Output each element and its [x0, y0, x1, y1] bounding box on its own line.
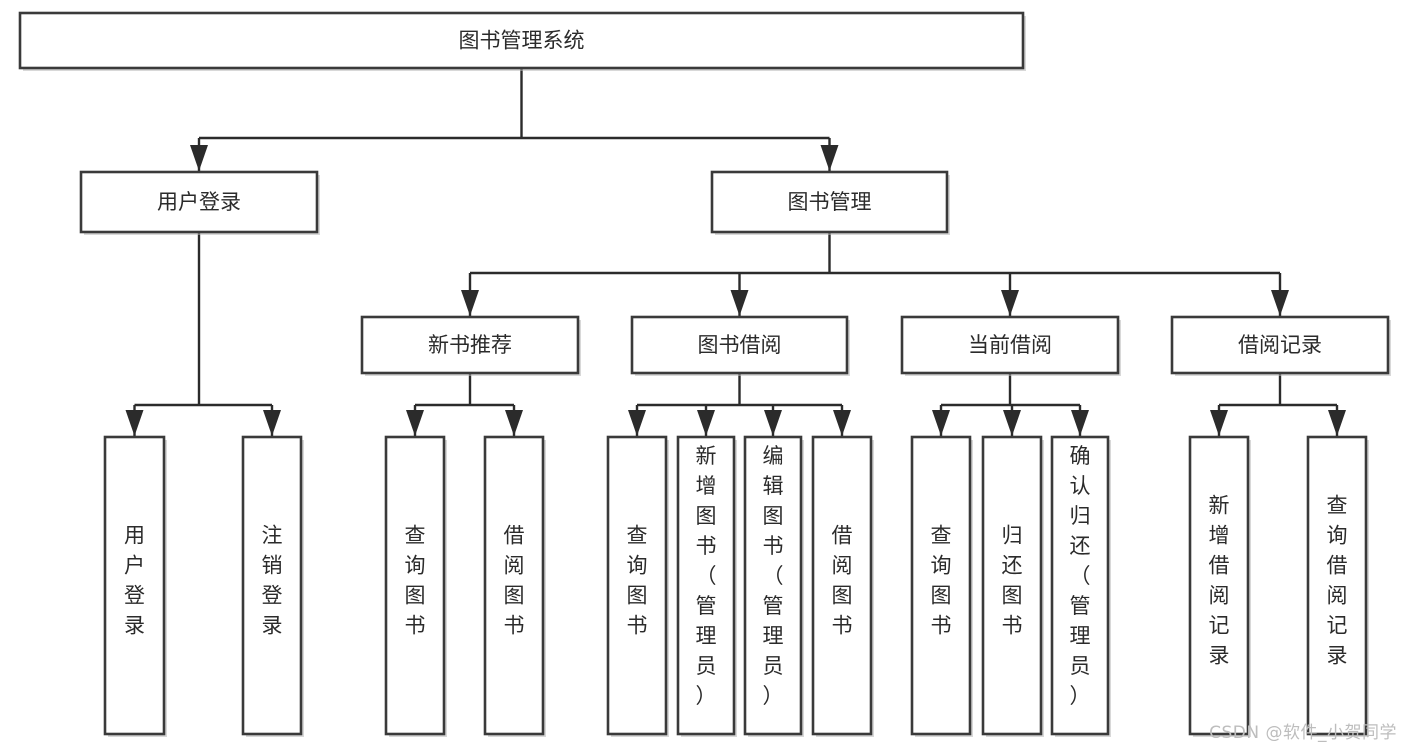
- leaf-node-6-label: 编辑图书（管理员）: [763, 444, 784, 708]
- leaf-node-4[interactable]: 查询图书: [606, 435, 669, 737]
- arrow-head-icon: [1328, 410, 1346, 436]
- arrow-head-icon: [697, 410, 715, 436]
- leaf-node-3[interactable]: 借阅图书: [483, 435, 546, 737]
- node-layer: 图书管理系统用户登录图书管理新书推荐图书借阅当前借阅借阅记录用户登录注销登录查询…: [18, 11, 1391, 737]
- leaf-node-4-label: 查询图书: [627, 524, 648, 638]
- arrow-head-icon: [190, 145, 208, 171]
- arrow-head-icon: [628, 410, 646, 436]
- leaf-node-10-rect[interactable]: [1050, 435, 1110, 736]
- level2-node-0[interactable]: 用户登录: [79, 170, 320, 235]
- arrow-head-icon: [730, 290, 749, 316]
- level3-node-2-label: 当前借阅: [968, 333, 1052, 357]
- arrow-head-icon: [1001, 290, 1019, 316]
- arrow-head-icon: [263, 410, 281, 436]
- level3-node-2-rect[interactable]: [900, 315, 1120, 375]
- level2-node-0-rect[interactable]: [79, 170, 319, 234]
- level3-node-1[interactable]: 图书借阅: [630, 315, 850, 376]
- arrow-head-icon: [505, 410, 523, 436]
- leaf-node-9-label: 归还图书: [1002, 524, 1023, 638]
- leaf-node-6[interactable]: 编辑图书（管理员）: [743, 435, 804, 737]
- leaf-node-3-rect[interactable]: [483, 435, 545, 736]
- leaf-node-2-rect[interactable]: [384, 435, 446, 736]
- leaf-node-12-rect[interactable]: [1306, 435, 1368, 736]
- leaf-node-11-rect[interactable]: [1188, 435, 1250, 736]
- arrow-head-icon: [1210, 410, 1228, 436]
- root-node-system[interactable]: 图书管理系统: [18, 11, 1026, 71]
- leaf-node-5[interactable]: 新增图书（管理员）: [676, 435, 737, 737]
- level3-node-2[interactable]: 当前借阅: [900, 315, 1121, 376]
- leaf-node-7-rect[interactable]: [811, 435, 873, 736]
- leaf-node-12[interactable]: 查询借阅记录: [1306, 435, 1369, 737]
- arrow-head-icon: [406, 410, 424, 436]
- leaf-node-6-rect[interactable]: [743, 435, 803, 736]
- arrow-head-icon: [1003, 410, 1021, 436]
- arrow-head-icon: [1271, 290, 1289, 316]
- arrow-head-icon: [932, 410, 950, 436]
- level2-node-0-label: 用户登录: [157, 190, 241, 214]
- level3-node-1-rect[interactable]: [630, 315, 849, 375]
- leaf-node-0-rect[interactable]: [103, 435, 166, 736]
- leaf-node-9[interactable]: 归还图书: [981, 435, 1044, 737]
- leaf-node-4-rect[interactable]: [606, 435, 668, 736]
- level3-node-3-label: 借阅记录: [1238, 333, 1322, 357]
- leaf-node-1[interactable]: 注销登录: [241, 435, 304, 737]
- leaf-node-2[interactable]: 查询图书: [384, 435, 447, 737]
- leaf-node-10[interactable]: 确认归还（管理员）: [1050, 435, 1111, 737]
- connector-layer: [125, 68, 1346, 436]
- leaf-node-2-label: 查询图书: [405, 524, 426, 638]
- arrow-head-icon: [125, 410, 144, 436]
- leaf-node-3-label: 借阅图书: [504, 524, 525, 638]
- arrow-head-icon: [833, 410, 851, 436]
- level3-node-3[interactable]: 借阅记录: [1170, 315, 1391, 376]
- leaf-node-1-rect[interactable]: [241, 435, 303, 736]
- leaf-node-7[interactable]: 借阅图书: [811, 435, 874, 737]
- leaf-node-5-label: 新增图书（管理员）: [696, 444, 717, 708]
- level2-node-1-rect[interactable]: [710, 170, 949, 234]
- leaf-node-5-rect[interactable]: [676, 435, 736, 736]
- leaf-node-7-label: 借阅图书: [832, 524, 853, 638]
- level3-node-0-rect[interactable]: [360, 315, 580, 375]
- arrow-head-icon: [764, 410, 782, 436]
- leaf-node-8[interactable]: 查询图书: [910, 435, 973, 737]
- arrow-head-icon: [820, 145, 839, 171]
- leaf-node-10-label: 确认归还（管理员）: [1070, 444, 1091, 708]
- level2-node-1[interactable]: 图书管理: [710, 170, 950, 235]
- leaf-node-12-label: 查询借阅记录: [1327, 494, 1348, 668]
- level3-node-1-label: 图书借阅: [698, 333, 782, 357]
- arrow-head-icon: [461, 290, 479, 316]
- root-node-system-label: 图书管理系统: [459, 29, 585, 53]
- leaf-node-0-label: 用户登录: [124, 524, 145, 638]
- leaf-node-11-label: 新增借阅记录: [1209, 494, 1230, 668]
- leaf-node-0[interactable]: 用户登录: [103, 435, 167, 737]
- level3-node-3-rect[interactable]: [1170, 315, 1390, 375]
- leaf-node-8-label: 查询图书: [931, 524, 952, 638]
- level3-node-0[interactable]: 新书推荐: [360, 315, 581, 376]
- leaf-node-8-rect[interactable]: [910, 435, 972, 736]
- root-node-system-rect[interactable]: [18, 11, 1025, 70]
- leaf-node-9-rect[interactable]: [981, 435, 1043, 736]
- level2-node-1-label: 图书管理: [788, 190, 872, 214]
- arrow-head-icon: [1071, 410, 1089, 436]
- leaf-node-1-label: 注销登录: [262, 524, 283, 638]
- leaf-node-11[interactable]: 新增借阅记录: [1188, 435, 1251, 737]
- level3-node-0-label: 新书推荐: [428, 333, 512, 357]
